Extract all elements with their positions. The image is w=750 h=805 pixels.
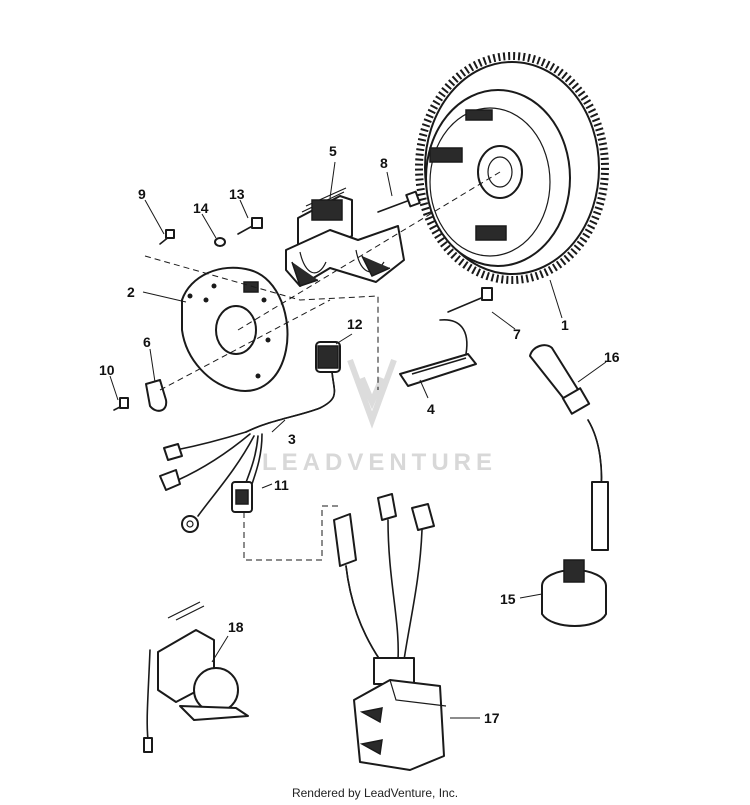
wiring-harness xyxy=(159,371,336,533)
callout-13: 13 xyxy=(229,186,245,202)
callout-16: 16 xyxy=(604,349,620,365)
ignition-module xyxy=(285,187,405,287)
connector-11 xyxy=(231,481,253,513)
callout-9: 9 xyxy=(138,186,146,202)
callout-4: 4 xyxy=(427,401,435,417)
watermark-text: LEADVENTURE xyxy=(262,449,497,476)
callout-5: 5 xyxy=(329,143,337,159)
callout-17: 17 xyxy=(484,710,500,726)
grommet-12 xyxy=(315,341,341,373)
callout-6: 6 xyxy=(143,334,151,350)
footer-credit: Rendered by LeadVenture, Inc. xyxy=(291,786,459,800)
callout-11: 11 xyxy=(274,477,289,493)
rectifier-4 xyxy=(399,319,477,387)
callout-2: 2 xyxy=(127,284,135,300)
screw-10 xyxy=(113,397,129,411)
callout-7: 7 xyxy=(513,326,521,342)
ignition-coil xyxy=(541,481,609,627)
callout-8: 8 xyxy=(380,155,388,171)
bolt-7 xyxy=(447,287,493,313)
callout-14: 14 xyxy=(193,200,209,216)
callout-3: 3 xyxy=(288,431,296,447)
screw-13 xyxy=(237,217,263,235)
callouts: 1 2 3 4 5 6 7 8 9 10 11 12 13 14 15 16 1… xyxy=(99,143,620,726)
screw-9 xyxy=(159,229,175,245)
leader-lines xyxy=(109,161,607,719)
bolt-8 xyxy=(377,190,421,213)
clamp-6 xyxy=(145,379,168,412)
solenoid-18 xyxy=(143,601,249,753)
stator-plate xyxy=(181,266,289,392)
cdi-module xyxy=(333,493,447,771)
flywheel xyxy=(415,52,609,284)
washer-14 xyxy=(214,237,226,247)
watermark: LEADVENTURE xyxy=(262,358,497,476)
spark-plug-lead xyxy=(529,344,603,501)
callout-15: 15 xyxy=(500,591,516,607)
callout-10: 10 xyxy=(99,362,115,378)
callout-18: 18 xyxy=(228,619,244,635)
callout-12: 12 xyxy=(347,316,363,332)
callout-1: 1 xyxy=(561,317,569,333)
